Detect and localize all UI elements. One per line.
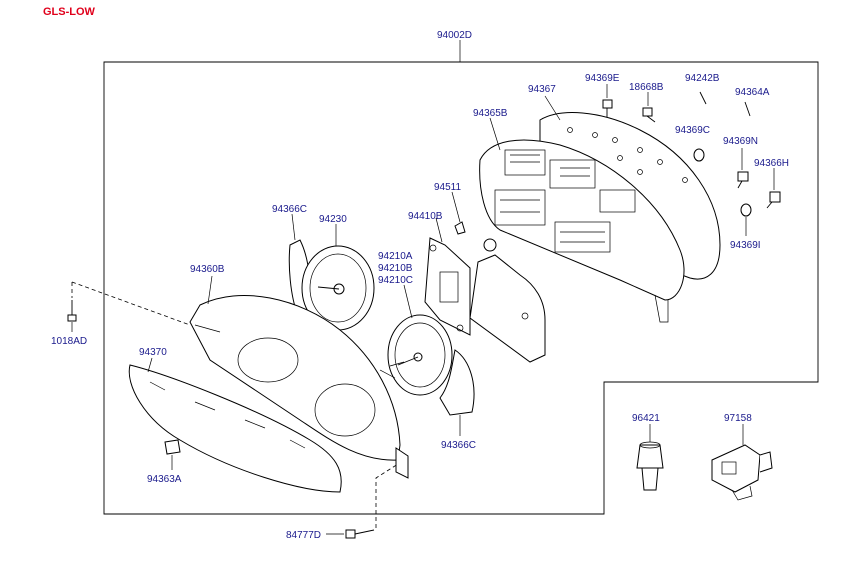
label-assembly: 94002D	[437, 30, 472, 41]
label-case-back: 94367	[528, 84, 556, 95]
leader-lens	[147, 357, 153, 373]
small-pad	[454, 221, 466, 235]
bolt	[345, 529, 375, 539]
label-gauge-main: 94230	[319, 214, 347, 225]
label-pad-small: 94511	[434, 182, 462, 193]
label-dial-plate-c2: 94366C	[441, 440, 476, 451]
cap-c	[693, 148, 705, 162]
bulb-e	[602, 99, 613, 117]
label-cap-c: 94369C	[675, 125, 710, 136]
bracket-frame	[424, 237, 471, 336]
label-gauge-b2: 94210B	[378, 263, 413, 274]
clip	[164, 439, 181, 455]
pcb-board	[479, 139, 685, 323]
cap-i	[740, 203, 752, 217]
label-bolt: 84777D	[286, 530, 321, 541]
label-lens: 94370	[139, 347, 167, 358]
label-gauge-b3: 94210C	[378, 275, 413, 286]
pin-b	[744, 101, 751, 117]
socket-h	[766, 191, 781, 209]
label-bulb-a: 94369E	[585, 73, 620, 84]
leader-case-back	[544, 95, 561, 121]
bolt-dashed-guide	[375, 463, 399, 528]
bulb-n	[737, 171, 749, 189]
label-bulb-n: 94369N	[723, 136, 758, 147]
label-cap-i: 94369I	[730, 240, 761, 251]
leader-dial-plate-c	[291, 213, 296, 241]
label-pcb: 94365B	[473, 108, 508, 119]
leader-cover	[207, 275, 213, 305]
lens	[128, 364, 342, 493]
leader-pcb	[489, 117, 501, 151]
screw	[67, 300, 77, 322]
label-socket-h: 94366H	[754, 158, 789, 169]
leader-gauge-b	[403, 284, 413, 319]
label-pin-a: 94242B	[685, 73, 720, 84]
leader-plate	[435, 217, 443, 243]
label-bulb-b: 18668B	[629, 82, 664, 93]
diagram-title: GLS-LOW	[43, 6, 96, 18]
pin-a	[699, 91, 707, 105]
screw-dashed-guide	[71, 281, 191, 326]
dial-plate-lower	[439, 349, 475, 416]
label-screw: 1018AD	[51, 336, 87, 347]
label-sensor: 96421	[632, 413, 660, 424]
rear-plate	[469, 238, 546, 363]
leader-pad-small	[451, 191, 461, 223]
label-connector: 97158	[724, 413, 752, 424]
connector	[711, 444, 773, 501]
small-gauge	[387, 314, 453, 396]
bulb-b	[642, 107, 656, 123]
label-dial-plate-c: 94366C	[272, 204, 307, 215]
label-clip: 94363A	[147, 474, 182, 485]
cover-housing	[189, 295, 409, 479]
assembly-frame	[103, 61, 819, 515]
label-gauge-b1: 94210A	[378, 251, 413, 262]
main-gauge	[301, 245, 375, 331]
label-plate: 94410B	[408, 211, 443, 222]
label-cover: 94360B	[190, 264, 225, 275]
label-pin-b: 94364A	[735, 87, 770, 98]
sensor	[636, 441, 664, 491]
